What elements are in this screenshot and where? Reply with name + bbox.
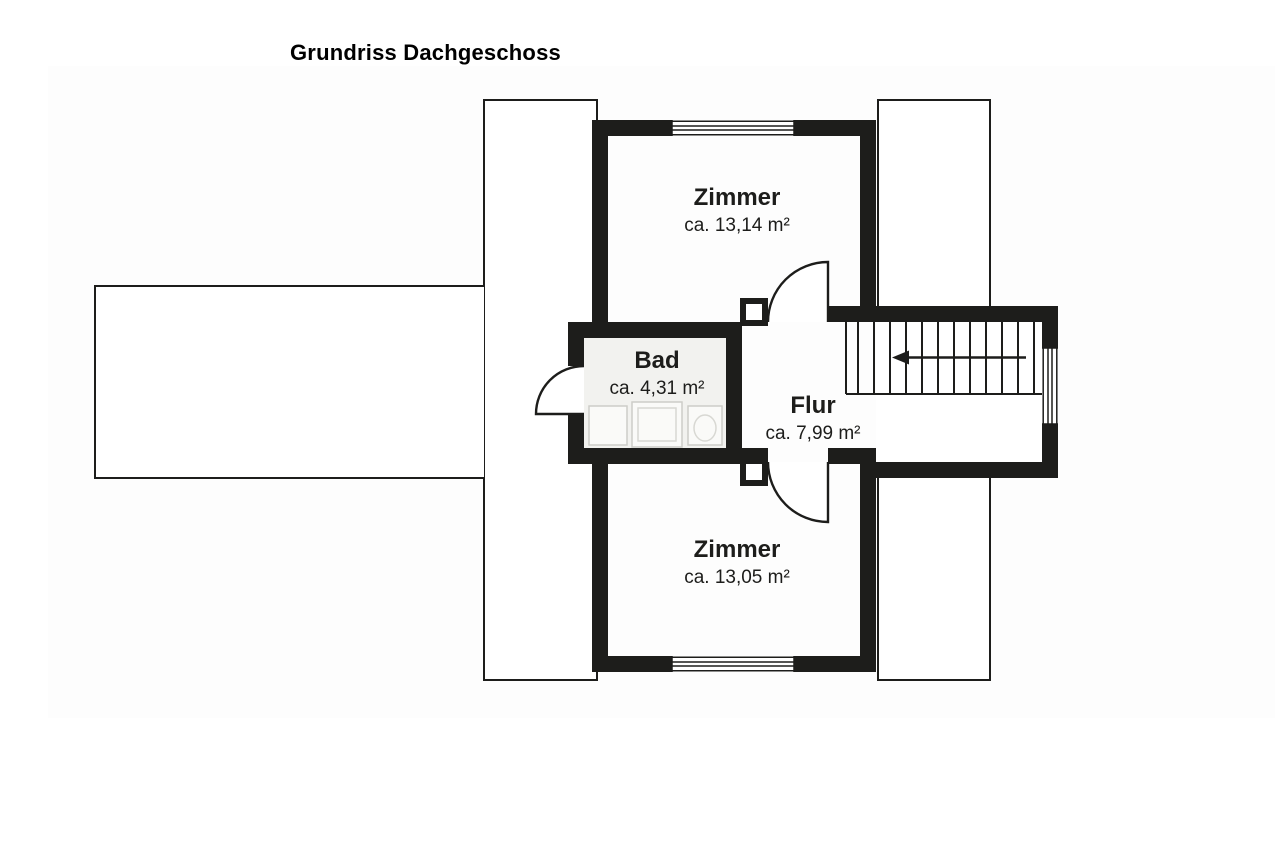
wall-left-top-room — [592, 120, 608, 338]
wall-post-top — [740, 298, 768, 326]
window-top-gap — [672, 120, 794, 136]
wall-right-top-room — [860, 120, 876, 322]
wall-flur-top — [828, 306, 1058, 322]
window-stairs — [1042, 347, 1058, 425]
window-bottom — [671, 656, 795, 672]
washbasin-icon — [588, 405, 628, 446]
wall-stair-right-upper — [1042, 306, 1058, 348]
dormer-outline-path — [94, 285, 484, 479]
wall-post-bottom — [740, 458, 768, 486]
toilet-icon — [687, 405, 723, 446]
door-bottom-room — [766, 461, 830, 524]
stair-block-background — [876, 306, 1058, 478]
wall-post-bottom-inner — [746, 464, 762, 480]
wall-stair-bottom — [876, 462, 1058, 478]
dormer-outline — [94, 285, 484, 479]
shower-tray-icon — [637, 407, 677, 442]
toilet-bowl-icon — [693, 414, 717, 442]
door-bathroom — [534, 364, 585, 416]
door-top-room — [766, 260, 830, 323]
wall-right-bottom-room — [860, 448, 876, 672]
wall-bad-top — [568, 322, 742, 338]
wall-bad-left-upper — [568, 322, 584, 366]
doors — [534, 260, 830, 524]
page-title: Grundriss Dachgeschoss — [290, 40, 561, 65]
wall-bad-bottom — [568, 448, 768, 464]
window-stairs-gap — [1042, 348, 1058, 424]
window-top — [671, 120, 795, 136]
wall-post-top-inner — [746, 304, 762, 320]
stair-arrow-head — [892, 350, 909, 365]
window-bottom-gap — [672, 656, 794, 672]
bathroom-floor — [584, 338, 726, 448]
walls — [568, 120, 1058, 672]
wall-bad-right — [726, 322, 742, 464]
wall-left-bottom-room — [592, 448, 608, 672]
stair-direction-arrow — [892, 350, 1026, 365]
shower-icon — [631, 401, 683, 448]
